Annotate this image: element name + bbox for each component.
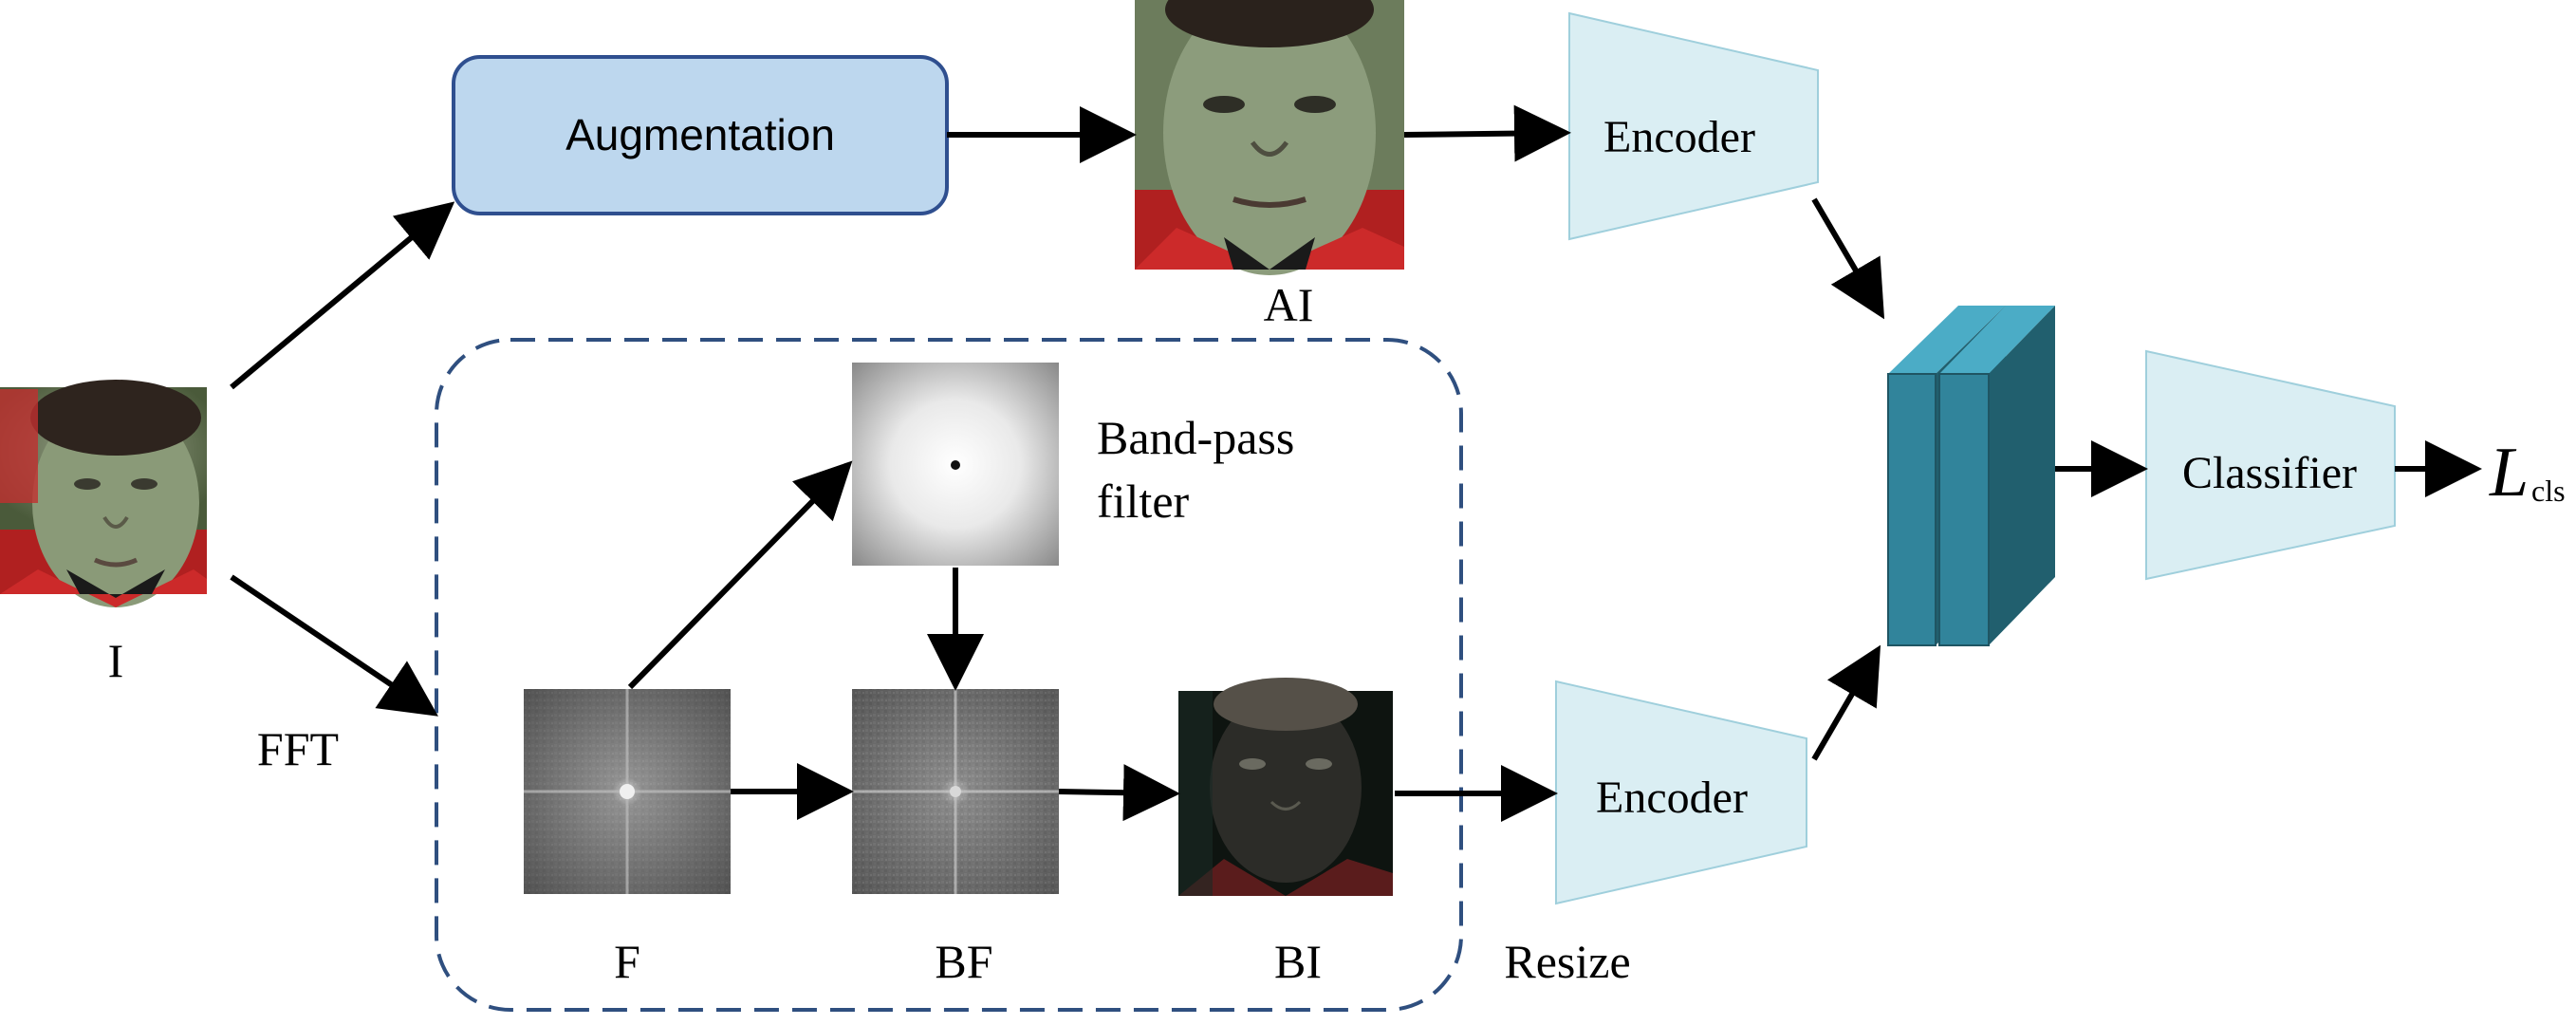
arrow-face-to-encoder [1403, 104, 1571, 162]
arrow-encoder-to-features [1811, 197, 1885, 320]
fft-label: FFT [257, 722, 339, 775]
frequency-branch-region [435, 338, 1463, 1012]
loss-symbol: L [2489, 434, 2529, 512]
augmentation-label: Augmentation [565, 110, 835, 159]
loss-subscript: cls [2531, 474, 2566, 508]
arrow-bf-to-bi [1058, 764, 1180, 822]
filter-label-line1: Band-pass [1097, 411, 1294, 464]
input-face-image [0, 380, 207, 607]
augmented-face-image [1135, 0, 1404, 275]
encoder-top: Encoder [1568, 11, 1819, 241]
classifier-block: Classifier [2145, 349, 2396, 581]
concatenated-features [1887, 306, 2055, 646]
classifier-label: Classifier [2182, 448, 2357, 498]
resize-label: Resize [1504, 935, 1630, 988]
arrow-input-to-fft [230, 574, 438, 717]
encoder-bottom: Encoder [1555, 680, 1807, 905]
augmentation-block: Augmentation [452, 55, 949, 215]
encoder-bottom-label: Encoder [1596, 773, 1748, 823]
arrow-f-to-filter [627, 460, 853, 690]
augmented-label: AI [1264, 278, 1314, 331]
spectrum-image-f [524, 689, 731, 894]
band-pass-filter-image [852, 363, 1059, 566]
spectrum-image-bf [852, 689, 1059, 894]
filter-label-line2: filter [1097, 475, 1190, 528]
encoder-top-label: Encoder [1603, 112, 1755, 162]
arrow-encoder-to-features-bottom [1811, 644, 1881, 761]
band-image-label: BI [1274, 935, 1322, 988]
band-image-bi [1178, 678, 1393, 896]
arrows [230, 104, 2482, 822]
filtered-fourier-label: BF [935, 935, 992, 988]
loss-term: L cls [2489, 434, 2566, 512]
input-label: I [108, 634, 124, 687]
arrow-input-to-augmentation [230, 201, 455, 390]
fourier-label: F [614, 935, 640, 988]
